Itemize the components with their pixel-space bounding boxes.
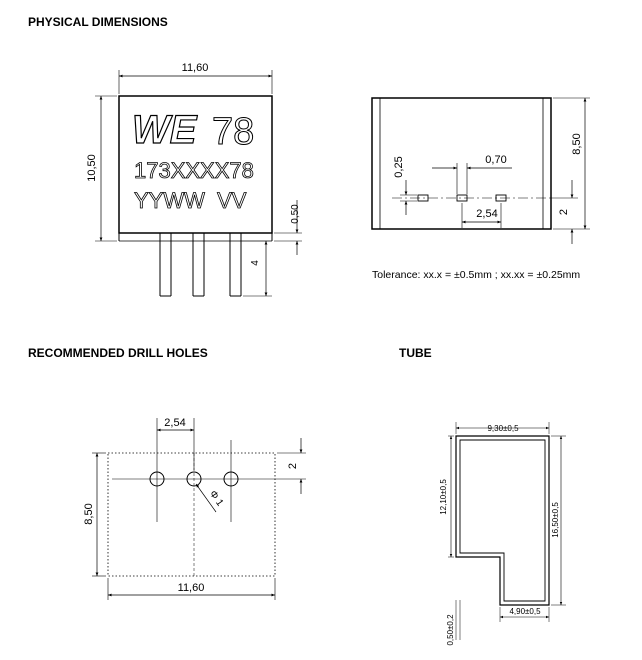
dim-tube-wall: 0,50±0,2: [446, 614, 455, 646]
footprint-outline: [107, 452, 276, 577]
dim-pin-width: 0,70: [485, 154, 506, 166]
logo-number: 78: [212, 111, 254, 153]
dim-tube-inner-height: 12,10±0,5: [439, 479, 448, 515]
tube-profile: [448, 422, 566, 640]
dim-tube-outer-height: 16,50±0,5: [551, 502, 560, 538]
dim-side-height: 8,50: [571, 133, 583, 154]
dim-front-height: 10,50: [86, 154, 98, 182]
dim-drill-pitch: 2,54: [164, 417, 185, 429]
tube-outer-wall: [455, 435, 550, 606]
side-view: [371, 97, 590, 244]
side-pin-3: [495, 194, 507, 202]
dim-drill-offset: 2: [287, 463, 299, 469]
dim-tube-width: 9,30±0,5: [487, 424, 519, 433]
date-code-marking: YYWW VV: [134, 188, 247, 213]
logo-we: WE: [132, 108, 198, 152]
side-pin-1: [417, 194, 429, 202]
component-body: [118, 95, 273, 234]
tube-title: TUBE: [399, 346, 432, 360]
dim-pin-offset: 2: [558, 209, 570, 215]
dim-pin-length: 4: [250, 260, 261, 266]
front-view: [95, 70, 302, 297]
side-body: [371, 97, 552, 230]
tolerance-note: Tolerance: xx.x = ±0.5mm ; xx.xx = ±0.25…: [372, 269, 580, 281]
drill-hole-3: [223, 471, 239, 487]
tube-inner-wall: [459, 439, 546, 602]
drill-hole-2: [186, 471, 202, 487]
dim-front-width: 11,60: [182, 62, 209, 74]
drill-hole-1: [149, 471, 165, 487]
dim-pin-thickness: 0,25: [393, 156, 405, 177]
drill-holes-view: [92, 418, 306, 600]
part-number-marking: 173XXXX78: [134, 158, 254, 183]
dim-side-pitch: 2,54: [476, 208, 497, 220]
dim-drill-height: 8,50: [83, 503, 95, 524]
dim-drill-width: 11,60: [178, 582, 205, 594]
drill-holes-title: RECOMMENDED DRILL HOLES: [28, 346, 208, 360]
dim-standoff: 0,50: [290, 204, 301, 224]
side-pin-2: [456, 194, 468, 202]
physical-dimensions-title: PHYSICAL DIMENSIONS: [28, 15, 168, 29]
dim-hole-diameter: Φ 1: [207, 489, 226, 509]
dim-tube-bottom-width: 4,90±0,5: [509, 607, 541, 616]
